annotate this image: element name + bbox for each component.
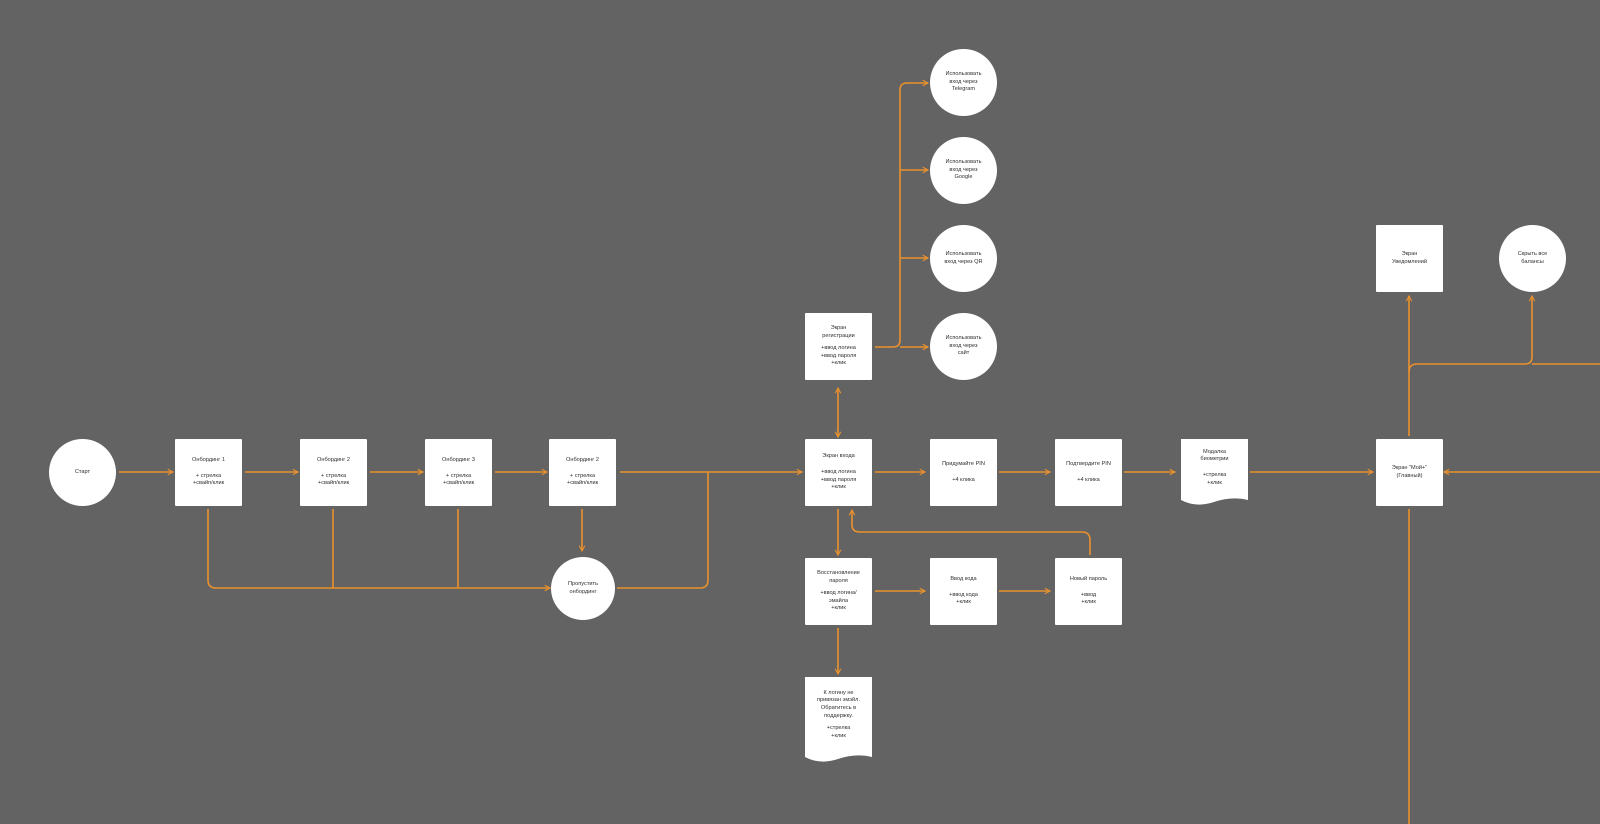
register-screen-body: +ввод логина +ввод пароля +клик bbox=[820, 345, 857, 367]
recover-password-node[interactable]: Восстановление пароля +ввод логина/ эмай… bbox=[805, 558, 872, 625]
qr-login-node[interactable]: Использовать вход через QR bbox=[930, 225, 997, 292]
onboarding-2-title: Онбординг 2 bbox=[317, 457, 350, 464]
hide-balances-node[interactable]: Скрыть все балансы bbox=[1499, 225, 1566, 292]
google-login-node[interactable]: Использовать вход через Google bbox=[930, 137, 997, 204]
main-screen-title: Экран "Мой+" (Главный) bbox=[1391, 464, 1428, 479]
new-password-title: Новый пароль bbox=[1069, 576, 1108, 583]
main-screen-node[interactable]: Экран "Мой+" (Главный) bbox=[1376, 439, 1443, 506]
new-password-node[interactable]: Новый пароль +ввод +клик bbox=[1055, 558, 1122, 625]
create-pin-node[interactable]: Придумайте PIN +4 клика bbox=[930, 439, 997, 506]
site-login-title: Использовать вход через сайт bbox=[945, 335, 982, 357]
confirm-pin-node[interactable]: Подтвердите PIN +4 клика bbox=[1055, 439, 1122, 506]
skip-onboarding-title: Пропустить онбординг bbox=[568, 580, 598, 595]
no-access-node[interactable]: К логину не привязан эмэйл. Обратитесь в… bbox=[805, 677, 872, 753]
start-title: Старт bbox=[74, 468, 91, 475]
telegram-login-title: Использовать вход через Telegram bbox=[945, 71, 982, 93]
no-access-title: К логину не привязан эмэйл. Обратитесь в… bbox=[816, 689, 861, 719]
biometry-modal-body: +стрелка +клик bbox=[1202, 472, 1227, 486]
skip-onboarding-node[interactable]: Пропустить онбординг bbox=[551, 557, 615, 620]
enter-code-body: +ввод кода +клик bbox=[949, 591, 978, 606]
biometry-modal-node[interactable]: Модалка биометрии +стрелка +клик bbox=[1181, 439, 1248, 497]
onboarding-1-node[interactable]: Онбординг 1 + стрелка +свайп/клик bbox=[175, 439, 242, 506]
new-password-body: +ввод +клик bbox=[1080, 591, 1097, 606]
register-screen-node[interactable]: Экран регистрации +ввод логина +ввод пар… bbox=[805, 313, 872, 380]
noaccess-doc-shape bbox=[805, 677, 872, 762]
no-access-body: +стрелка +клик bbox=[826, 725, 851, 739]
onboarding-3-body: + стрелка +свайп/клик bbox=[442, 472, 475, 487]
enter-code-title: Ввод кода bbox=[950, 576, 977, 583]
telegram-login-node[interactable]: Использовать вход через Telegram bbox=[930, 49, 997, 116]
register-screen-title: Экран регистрации bbox=[822, 325, 855, 339]
confirm-pin-body: +4 клика bbox=[1077, 476, 1100, 483]
onboarding-3-title: Онбординг 3 bbox=[442, 457, 475, 464]
site-login-node[interactable]: Использовать вход через сайт bbox=[930, 313, 997, 380]
notifications-screen-node[interactable]: Экран Уведомлений bbox=[1376, 225, 1443, 292]
recover-password-body: +ввод логина/ эмайла +клик bbox=[820, 590, 857, 612]
edge-main-hide bbox=[1408, 296, 1532, 373]
confirm-pin-title: Подтвердите PIN bbox=[1066, 460, 1111, 467]
onboarding-1-body: + стрелка +свайп/клик bbox=[192, 472, 225, 487]
enter-code-node[interactable]: Ввод кода +ввод кода +клик bbox=[930, 558, 997, 625]
google-login-title: Использовать вход через Google bbox=[945, 159, 982, 181]
edge-register-options bbox=[875, 83, 928, 348]
bio-doc-shape bbox=[1181, 439, 1248, 505]
onboarding-3-node[interactable]: Онбординг 3 + стрелка +свайп/клик bbox=[425, 439, 492, 506]
create-pin-title: Придумайте PIN bbox=[942, 460, 985, 467]
login-screen-title: Экран входа bbox=[822, 453, 855, 460]
recover-password-title: Восстановление пароля bbox=[817, 570, 860, 584]
onboarding-2-node[interactable]: Онбординг 2 + стрелка +свайп/клик bbox=[300, 439, 367, 506]
edge-skip-login bbox=[617, 472, 709, 589]
onboarding-2-body: + стрелка +свайп/клик bbox=[317, 472, 350, 487]
qr-login-title: Использовать вход через QR bbox=[944, 250, 983, 265]
onboarding-1-title: Онбординг 1 bbox=[192, 457, 225, 464]
login-screen-node[interactable]: Экран входа +ввод логина +ввод пароля +к… bbox=[805, 439, 872, 506]
onboarding-4-title: Онбординг 2 bbox=[566, 457, 599, 464]
hide-balances-title: Скрыть все балансы bbox=[1517, 250, 1548, 265]
login-screen-body: +ввод логина +ввод пароля +клик bbox=[820, 468, 857, 491]
biometry-modal-title: Модалка биометрии bbox=[1200, 448, 1229, 463]
start-node[interactable]: Старт bbox=[49, 439, 116, 506]
edge-onb-skip-bus bbox=[207, 509, 550, 588]
onboarding-4-body: + стрелка +свайп/клик bbox=[566, 472, 599, 487]
edge-newpass-login bbox=[852, 510, 1091, 555]
notifications-screen-title: Экран Уведомлений bbox=[1391, 250, 1428, 265]
create-pin-body: +4 клика bbox=[952, 476, 975, 483]
onboarding-4-node[interactable]: Онбординг 2 + стрелка +свайп/клик bbox=[549, 439, 616, 506]
